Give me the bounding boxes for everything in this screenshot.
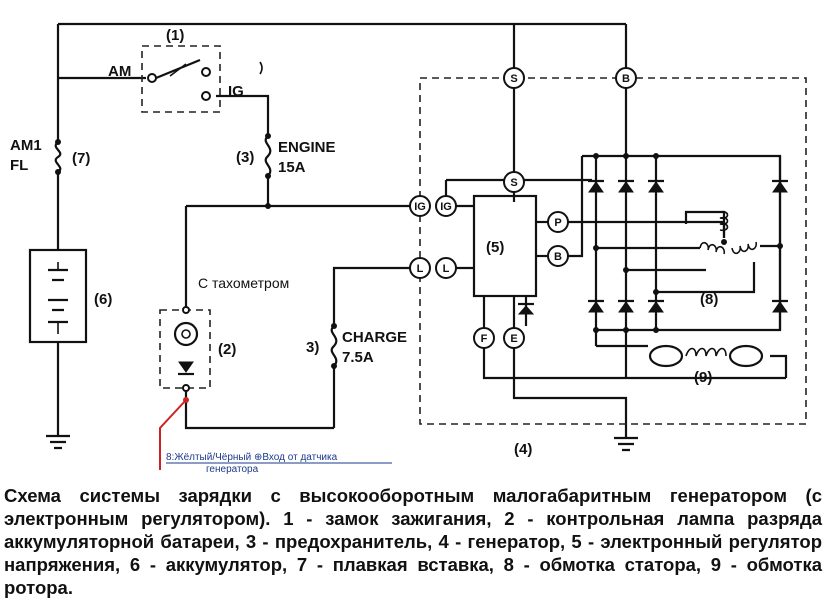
- label-ig: IG: [228, 83, 244, 100]
- terminal-b-top: B: [622, 73, 630, 85]
- dashed-outlines: [141, 45, 807, 425]
- label-component-5: (5): [486, 239, 504, 256]
- label-engine-amps: 15A: [278, 159, 306, 176]
- terminal-ig-left: IG: [414, 201, 426, 213]
- annotation-line-2: генератора: [206, 464, 259, 475]
- terminal-e: E: [510, 333, 517, 345]
- battery: (6): [28, 248, 112, 344]
- label-component-7: (7): [72, 150, 90, 167]
- stator-winding: (8): [684, 210, 758, 308]
- wiring: [56, 22, 788, 438]
- label-component-9: (9): [694, 369, 712, 386]
- ground-symbols: [46, 434, 638, 452]
- label-am1: AM1: [10, 137, 42, 154]
- warning-lamp: С тахометром (2): [173, 275, 289, 392]
- terminal-l-right: L: [443, 263, 450, 275]
- label-charge: CHARGE: [342, 329, 407, 346]
- terminal-f: F: [481, 333, 488, 345]
- fusible-link: AM1 FL (7): [10, 137, 90, 175]
- label-component-8: (8): [700, 291, 718, 308]
- label-component-1: (1): [166, 27, 184, 44]
- terminals: S B IG IG S L L P B F E: [409, 67, 637, 349]
- label-fl: FL: [10, 157, 28, 174]
- label-am: AM: [108, 63, 131, 80]
- label-component-3b: 3): [306, 339, 319, 356]
- figure-caption: Схема системы зарядки с высокооборотным …: [4, 485, 822, 598]
- terminal-s-reg: S: [510, 177, 517, 189]
- voltage-regulator: (5): [472, 194, 538, 315]
- label-engine: ENGINE: [278, 139, 336, 156]
- fuse-charge: 3) CHARGE 7.5A: [306, 323, 407, 369]
- rectifier-diodes: [588, 153, 788, 333]
- label-tachometer: С тахометром: [198, 275, 289, 291]
- label-component-2: (2): [218, 341, 236, 358]
- terminal-ig-right: IG: [440, 201, 452, 213]
- label-charge-amps: 7.5A: [342, 349, 374, 366]
- terminal-b-reg: B: [554, 251, 562, 263]
- fuse-engine: (3) ENGINE 15A: [236, 133, 336, 209]
- label-component-3a: (3): [236, 149, 254, 166]
- sensor-annotation: 8:Жёлтый/Чёрный ⊕Вход от датчика генерат…: [159, 397, 392, 475]
- annotation-wire: [159, 399, 187, 470]
- label-component-6: (6): [94, 291, 112, 308]
- terminal-l-left: L: [417, 263, 424, 275]
- terminal-p: P: [554, 217, 561, 229]
- annotation-line-1: 8:Жёлтый/Чёрный ⊕Вход от датчика: [166, 452, 338, 463]
- ignition-switch: (1) AM IG: [108, 27, 263, 101]
- terminal-s-top: S: [510, 73, 517, 85]
- rotor-winding: (9): [648, 344, 764, 386]
- label-component-4: (4): [514, 441, 532, 458]
